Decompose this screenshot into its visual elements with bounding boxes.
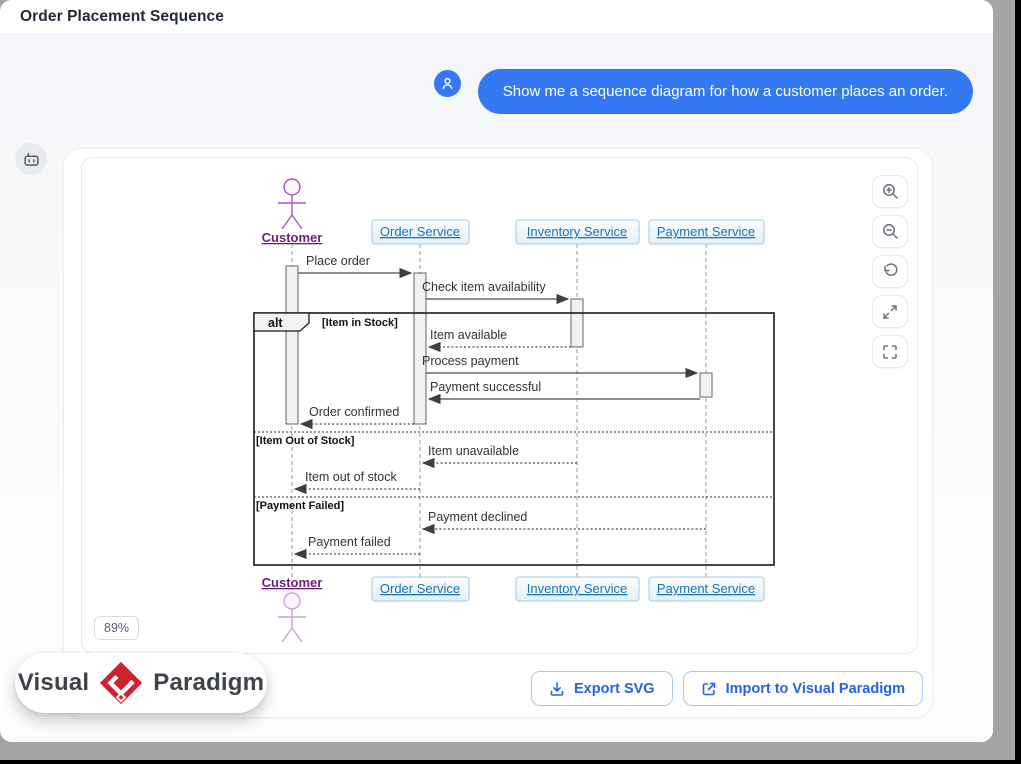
msg-payment-failed: Payment failed (308, 535, 391, 549)
maximize-arrows-icon (883, 304, 897, 319)
brand-word-visual: Visual (17, 669, 90, 696)
participants-bottom: Order Service Inventory Service Payment … (371, 576, 765, 602)
stick-figure-icon (278, 178, 306, 230)
expand-button[interactable] (872, 295, 908, 328)
msg-item-available: Item available (430, 328, 507, 342)
sequence-diagram: alt [Item in Stock] [Item Out of Stock] … (242, 174, 780, 648)
user-message-row: Show me a sequence diagram for how a cus… (433, 69, 973, 114)
msg-process-payment: Process payment (422, 354, 519, 368)
rotate-ccw-icon (883, 263, 898, 276)
brand-word-paradigm: Paradigm (153, 669, 265, 696)
msg-place-order: Place order (306, 254, 370, 268)
visual-paradigm-logo[interactable]: Visual Paradigm (15, 653, 267, 713)
download-icon (550, 681, 564, 696)
export-svg-button[interactable]: Export SVG (531, 671, 673, 706)
user-message-bubble: Show me a sequence diagram for how a cus… (477, 69, 973, 114)
external-link-icon (702, 682, 715, 695)
guard-item-out-of-stock: [Item Out of Stock] (256, 435, 355, 447)
guard-payment-failed: [Payment Failed] (256, 500, 344, 512)
lifeline-inventory-service-bottom[interactable]: Inventory Service (527, 581, 627, 596)
actor-customer-top: Customer (262, 178, 323, 245)
lifeline-order-service-top[interactable]: Order Service (380, 224, 460, 239)
titlebar: Order Placement Sequence (0, 0, 993, 35)
card-actions: Export SVG Import to Visual Paradigm (531, 671, 923, 706)
fullscreen-button[interactable] (872, 335, 908, 368)
lifeline-payment-service-top[interactable]: Payment Service (657, 224, 755, 239)
zoom-level-badge: 89% (94, 616, 140, 640)
bot-avatar (15, 143, 47, 175)
fullscreen-brackets-icon (883, 344, 897, 359)
page-title: Order Placement Sequence (20, 8, 224, 25)
lifeline-order-service-bottom[interactable]: Order Service (380, 581, 460, 596)
zoom-out-button[interactable] (872, 215, 908, 248)
visual-paradigm-diamond-icon (100, 661, 143, 705)
message-labels: Place order Check item availability Item… (305, 254, 546, 549)
person-icon (442, 77, 453, 90)
msg-payment-successful: Payment successful (430, 380, 541, 394)
zoom-in-icon (882, 184, 898, 199)
zoom-out-icon (882, 224, 898, 239)
reset-view-button[interactable] (872, 255, 908, 288)
import-to-vp-button[interactable]: Import to Visual Paradigm (682, 671, 923, 706)
viewer-controls (872, 175, 908, 368)
msg-item-out-of-stock: Item out of stock (305, 470, 397, 484)
lifeline-customer-bottom[interactable]: Customer (262, 575, 323, 590)
diagram-viewer[interactable]: alt [Item in Stock] [Item Out of Stock] … (81, 157, 918, 654)
robot-icon (23, 152, 39, 166)
app-window: Order Placement Sequence Show me a seque… (0, 0, 993, 742)
assistant-card: alt [Item in Stock] [Item Out of Stock] … (63, 148, 933, 718)
activation-bars (285, 265, 713, 425)
stick-figure-icon (278, 592, 306, 643)
msg-order-confirmed: Order confirmed (309, 405, 399, 419)
lifeline-inventory-service-top[interactable]: Inventory Service (527, 224, 627, 239)
chat-content: Show me a sequence diagram for how a cus… (0, 36, 993, 742)
export-svg-label: Export SVG (574, 680, 655, 697)
participants-top: Order Service Inventory Service Payment … (371, 219, 765, 245)
alt-operator-label: alt (268, 316, 283, 330)
user-avatar (433, 70, 461, 97)
actor-customer-bottom: Customer (262, 575, 323, 643)
guard-item-in-stock: [Item in Stock] (322, 317, 398, 329)
alt-operator-pentagon (253, 312, 310, 332)
msg-check-availability: Check item availability (422, 280, 546, 294)
lifeline-payment-service-bottom[interactable]: Payment Service (657, 581, 755, 596)
import-to-vp-label: Import to Visual Paradigm (725, 680, 905, 697)
zoom-in-button[interactable] (872, 175, 908, 208)
msg-item-unavailable: Item unavailable (428, 444, 519, 458)
lifeline-customer-top[interactable]: Customer (262, 230, 323, 245)
alt-fragment: alt [Item in Stock] [Item Out of Stock] … (253, 312, 775, 566)
message-arrows (293, 267, 706, 560)
msg-payment-declined: Payment declined (428, 510, 527, 524)
